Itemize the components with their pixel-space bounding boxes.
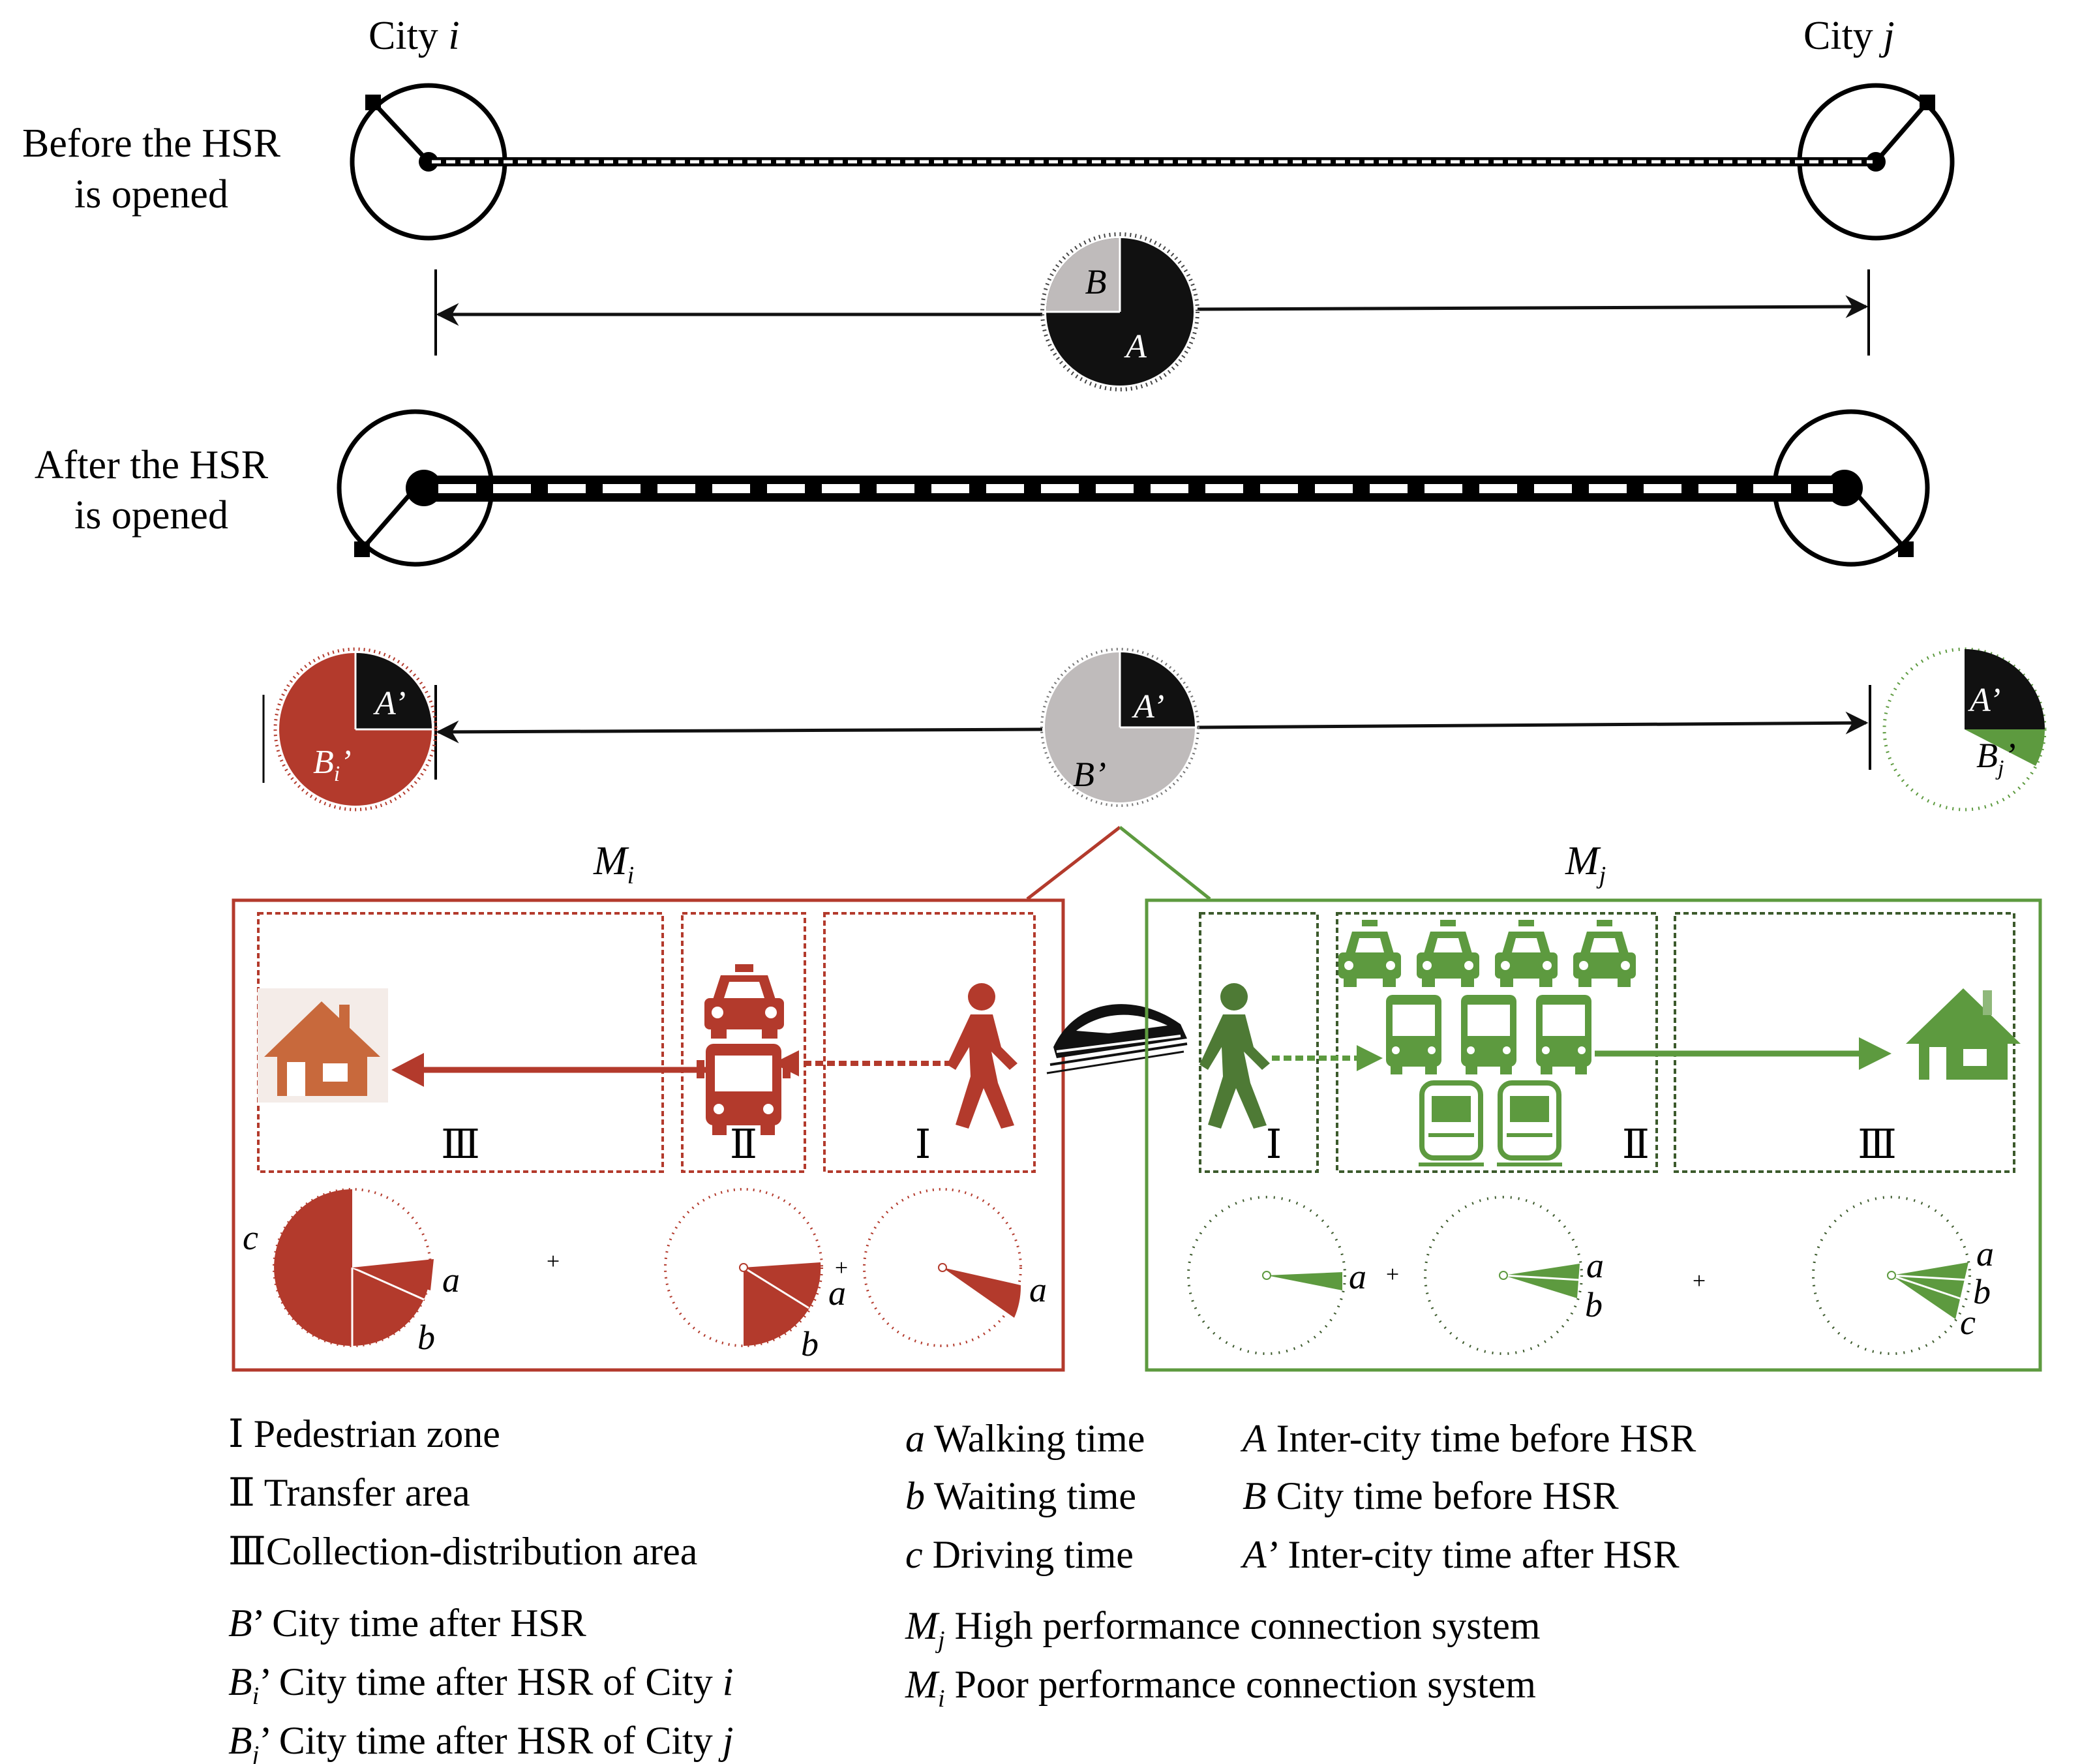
- legend-A-prime: A’ Inter-city time after HSR: [1240, 1533, 1680, 1576]
- clock-label-a: a: [1349, 1257, 1366, 1296]
- Mi-clock-zone-I: a: [863, 1188, 1047, 1347]
- legend-driving-time: c Driving time: [905, 1533, 1134, 1576]
- taxi-icon: [1417, 920, 1479, 987]
- bi-prime-pie: A’ Bi’: [273, 647, 438, 812]
- bi-pie-label-B-prime: Bi’: [313, 744, 352, 786]
- hsr-train-icon: [1046, 1004, 1188, 1074]
- before-label-line2: is opened: [74, 172, 228, 217]
- plus-sign: +: [1693, 1268, 1706, 1294]
- Mj-clock-zone-II: a b: [1424, 1196, 1604, 1355]
- legend-Mi: Mi Poor performance connection system: [905, 1663, 1536, 1712]
- bus-icon: [1536, 995, 1591, 1074]
- bus-icon: [697, 1044, 791, 1135]
- Mi-clock-zone-II: a b: [664, 1188, 846, 1363]
- plus-sign: +: [547, 1248, 560, 1274]
- clock-label-b: b: [801, 1324, 819, 1363]
- clock-label-c: c: [243, 1218, 258, 1257]
- legend-b-prime: B’ City time after HSR: [228, 1602, 586, 1645]
- Mi-zone-I-box: [823, 912, 1036, 1173]
- pie-label-A: A: [1124, 328, 1147, 365]
- Mj-label: Mj: [1565, 839, 1606, 889]
- plus-sign: +: [835, 1255, 848, 1281]
- legend-waiting-time: b Waiting time: [905, 1474, 1136, 1517]
- connector-to-Mj: [1119, 826, 1211, 900]
- legend-zone-II: Ⅱ Transfer area: [228, 1471, 470, 1514]
- Mj-zone-II-box: [1336, 912, 1658, 1173]
- before-arrow-right: [1197, 295, 1869, 318]
- clock-label-a: a: [1976, 1234, 1994, 1273]
- Mj-zone-I-box: [1199, 912, 1319, 1173]
- Mi-zone-II-label: Ⅱ: [730, 1123, 757, 1167]
- b-prime-pie: A’ B’: [1040, 648, 1199, 807]
- bus-icon: [1386, 995, 1441, 1074]
- clock-label-c: c: [1960, 1303, 1976, 1342]
- Mj-zone-III-label: Ⅲ: [1858, 1123, 1897, 1167]
- taxi-icon: [1573, 920, 1636, 987]
- taxi-icon: [1338, 920, 1401, 987]
- after-arrow-left: [436, 720, 1043, 744]
- Mi-clock-zone-III: c a b: [243, 1188, 460, 1357]
- clock-label-b: b: [417, 1318, 435, 1357]
- bj-prime-pie: A’ Bj’: [1882, 647, 2047, 812]
- bj-pie-label-A-prime: A’: [1968, 682, 2000, 719]
- after-hsr-rail-line: [424, 476, 1845, 502]
- Mj-zone-II-label: Ⅱ: [1622, 1123, 1650, 1167]
- clock-label-a: a: [1029, 1270, 1047, 1309]
- legend-Mj: Mj High performance connection system: [905, 1604, 1541, 1654]
- connector-to-Mi: [1026, 826, 1121, 900]
- after-arrow-right: [1197, 711, 1869, 735]
- Mj-clock-zone-I: a: [1187, 1196, 1366, 1355]
- legend-B: B City time before HSR: [1243, 1474, 1619, 1517]
- Mi-zone-I-label: Ⅰ: [915, 1123, 931, 1167]
- after-label-line1: After the HSR: [35, 443, 269, 487]
- Mi-zone-II-box: [681, 912, 806, 1173]
- legend-bi-prime: Bi’ City time after HSR of City i: [228, 1660, 733, 1710]
- before-label-line1: Before the HSR: [22, 121, 281, 166]
- Mj-clock-zone-III: a b c: [1812, 1196, 1994, 1355]
- legend-bj-prime: Bj’ City time after HSR of City j: [228, 1719, 733, 1764]
- metro-icon: [1419, 1080, 1484, 1166]
- Mi-zone-III-label: Ⅲ: [441, 1123, 480, 1167]
- taxi-icon: [704, 964, 784, 1039]
- legend-walking-time: a Walking time: [905, 1417, 1145, 1460]
- Mj-box: [1145, 898, 2042, 1372]
- clock-label-b: b: [1973, 1272, 1991, 1311]
- walking-person-icon: [947, 983, 1017, 1129]
- Mi-flow-arrowhead: [391, 1053, 424, 1087]
- bi-pie-label-A-prime: A’: [373, 685, 406, 722]
- house-icon: [258, 988, 388, 1102]
- city-i-label: City i: [369, 14, 460, 58]
- pie-label-B: B: [1085, 262, 1107, 301]
- legend-zone-I: Ⅰ Pedestrian zone: [228, 1412, 500, 1455]
- legend-A: A Inter-city time before HSR: [1240, 1417, 1696, 1460]
- clock-label-b: b: [1585, 1285, 1603, 1324]
- clock-label-a: a: [1586, 1246, 1604, 1285]
- plus-sign: +: [1386, 1261, 1399, 1287]
- bus-icon: [1461, 995, 1516, 1074]
- Mj-flow-arrowhead: [1859, 1037, 1892, 1070]
- Mi-label: Mi: [593, 839, 634, 889]
- center-pie-label-A-prime: A’: [1132, 688, 1164, 725]
- legend: Ⅰ Pedestrian zone Ⅱ Transfer area ⅢColle…: [228, 1412, 1696, 1764]
- after-label-line2: is opened: [74, 493, 228, 538]
- taxi-icon: [1495, 920, 1558, 987]
- Mj-zone-I-label: Ⅰ: [1266, 1123, 1282, 1167]
- city-j-label: City j: [1803, 14, 1895, 58]
- legend-zone-III: ⅢCollection-distribution area: [228, 1530, 697, 1573]
- before-rail-line: [429, 157, 1876, 166]
- metro-icon: [1497, 1080, 1562, 1166]
- center-pie-label-B-prime: B’: [1073, 755, 1106, 794]
- bj-pie-label-B-prime: Bj’: [1976, 736, 2015, 780]
- walking-person-icon: [1199, 983, 1270, 1129]
- Mj-walk-arrowhead: [1357, 1045, 1383, 1071]
- house-icon: [1906, 988, 2021, 1080]
- clock-label-a: a: [828, 1273, 846, 1313]
- Mi-box: [232, 898, 1065, 1372]
- clock-label-a: a: [442, 1260, 460, 1300]
- before-time-pie: B A: [1040, 232, 1199, 391]
